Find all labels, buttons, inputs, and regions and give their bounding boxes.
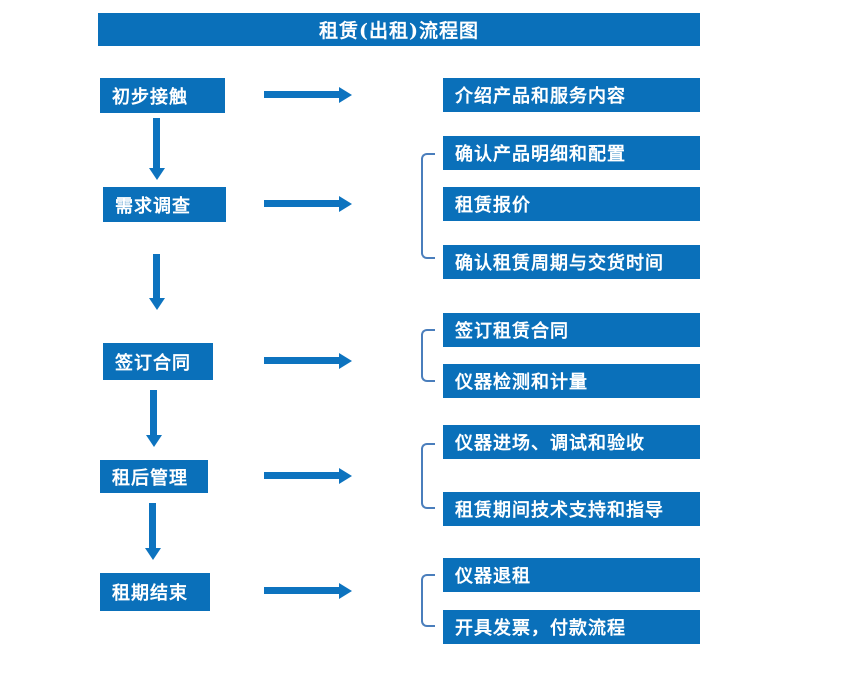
detail-box-instrument-inspection: 仪器检测和计量 <box>443 364 700 398</box>
bracket-group-sign-contract <box>421 329 435 382</box>
detail-box-confirm-product-config: 确认产品明细和配置 <box>443 136 700 170</box>
arrow-down-icon-1 <box>149 118 165 180</box>
arrow-down-icon-2 <box>149 254 165 310</box>
bracket-group-demand-survey <box>421 153 435 259</box>
detail-box-instrument-return: 仪器退租 <box>443 558 700 592</box>
arrow-down-icon-4 <box>145 503 161 560</box>
step-box-rental-end: 租期结束 <box>100 573 210 611</box>
bracket-group-post-rental <box>421 443 435 509</box>
detail-box-sign-rental-contract: 签订租赁合同 <box>443 313 700 347</box>
detail-box-invoice-payment: 开具发票，付款流程 <box>443 610 700 644</box>
arrow-down-icon-3 <box>146 390 162 447</box>
arrow-right-icon-row5 <box>264 583 352 599</box>
detail-box-confirm-period-delivery: 确认租赁周期与交货时间 <box>443 245 700 279</box>
detail-box-rental-quotation: 租赁报价 <box>443 187 700 221</box>
arrow-right-icon-row1 <box>264 87 352 103</box>
arrow-right-icon-row2 <box>264 196 352 212</box>
arrow-right-icon-row4 <box>264 468 352 484</box>
flowchart-title: 租赁(出租)流程图 <box>98 13 700 46</box>
detail-box-introduce-products: 介绍产品和服务内容 <box>443 78 700 112</box>
detail-box-instrument-setup: 仪器进场、调试和验收 <box>443 425 700 459</box>
step-box-demand-survey: 需求调查 <box>103 187 226 222</box>
step-box-post-rental-management: 租后管理 <box>100 460 208 493</box>
bracket-group-rental-end <box>421 574 435 627</box>
step-box-initial-contact: 初步接触 <box>100 78 225 113</box>
detail-box-technical-support: 租赁期间技术支持和指导 <box>443 492 700 526</box>
arrow-right-icon-row3 <box>264 353 352 369</box>
step-box-sign-contract: 签订合同 <box>103 343 213 380</box>
